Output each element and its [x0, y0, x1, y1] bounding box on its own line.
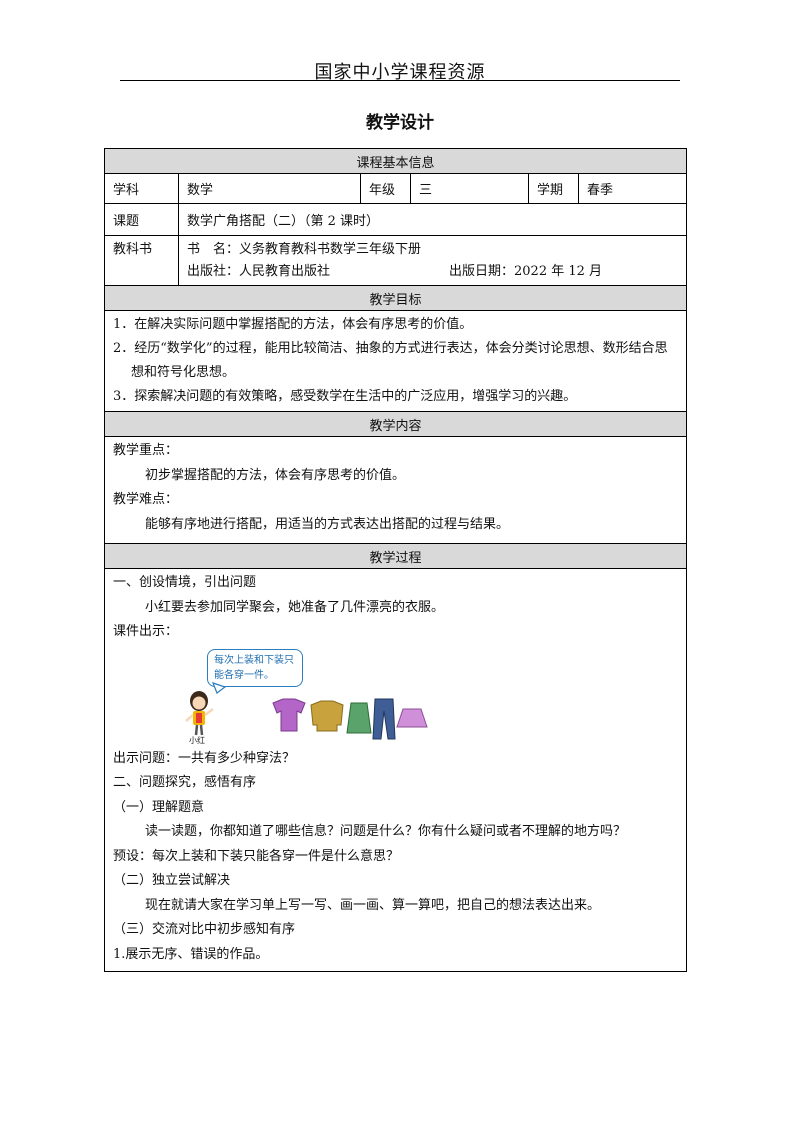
topic-label: 课题	[104, 203, 179, 236]
publisher-row: 出版社：人民教育出版社 出版日期：2022 年 12 月	[187, 261, 678, 283]
process-line: （二）独立尝试解决	[113, 873, 231, 888]
process-line: 课件出示：	[113, 624, 179, 639]
lesson-plan-table: 课程基本信息 学科 数学 年级 三 学期 春季 课题 数学广角搭配（二）（第 2…	[103, 148, 688, 972]
process-line: 读一读题，你都知道了哪些信息？问题是什么？你有什么疑问或者不理解的地方吗？	[145, 824, 627, 839]
goal-item: 1．在解决实际问题中掌握搭配的方法，体会有序思考的价值。	[113, 317, 473, 332]
term-label: 学期	[528, 173, 579, 204]
book-name: 书 名：义务教育教科书数学三年级下册	[187, 241, 422, 257]
section-process: 教学过程	[103, 543, 688, 569]
process-body: 一、创设情境，引出问题 小红要去参加同学聚会，她准备了几件漂亮的衣服。 课件出示…	[103, 568, 688, 972]
goals-body: 1．在解决实际问题中掌握搭配的方法，体会有序思考的价值。 2．经历“数学化”的过…	[103, 310, 688, 412]
grade-value: 三	[410, 173, 529, 204]
process-line: 二、问题探究，感悟有序	[113, 775, 257, 790]
header-title: 国家中小学课程资源	[314, 62, 486, 83]
process-line: 1.展示无序、错误的作品。	[113, 946, 269, 962]
character-label: 小红	[189, 735, 205, 745]
publisher: 出版社：人民教育出版社	[187, 263, 331, 279]
courseware-illustration: 每次上装和下装只能各穿一件。	[113, 647, 678, 747]
subject-label: 学科	[104, 173, 179, 204]
difficulty-text: 能够有序地进行搭配，用适当的方式表达出搭配的过程与结果。	[145, 516, 510, 532]
key-point-label: 教学重点：	[113, 443, 179, 458]
process-line: （三）交流对比中初步感知有序	[113, 922, 296, 937]
process-line: 出示问题：一共有多少种穿法？	[113, 750, 296, 766]
goal-item: 3．探索解决问题的有效策略，感受数学在生活中的广泛应用，增强学习的兴趣。	[113, 389, 577, 404]
girl-icon	[185, 690, 214, 735]
process-line: 现在就请大家在学习单上写一写、画一画、算一算吧，把自己的想法表达出来。	[145, 897, 601, 913]
olive-sweater-icon	[310, 700, 344, 731]
publish-date: 出版日期：2022 年 12 月	[449, 263, 603, 279]
purple-shirt-icon	[272, 698, 306, 731]
grade-label: 年级	[360, 173, 411, 204]
term-value: 春季	[577, 173, 688, 204]
content-body: 教学重点： 初步掌握搭配的方法，体会有序思考的价值。 教学难点： 能够有序地进行…	[103, 436, 688, 544]
topic-value: 数学广角搭配（二）（第 2 课时）	[177, 203, 688, 236]
pink-skirt-icon	[396, 708, 428, 727]
process-line: （一）理解题意	[113, 799, 205, 815]
green-skirt-icon	[346, 702, 372, 733]
jeans-icon	[372, 698, 396, 739]
key-point-text: 初步掌握搭配的方法，体会有序思考的价值。	[145, 467, 406, 483]
document-title: 教学设计	[366, 113, 434, 133]
section-goals: 教学目标	[103, 285, 688, 311]
textbook-info: 书 名：义务教育教科书数学三年级下册 出版社：人民教育出版社 出版日期：2022…	[177, 235, 688, 286]
subject-value: 数学	[178, 173, 361, 204]
clothes-illustration	[185, 681, 428, 739]
difficulty-label: 教学难点：	[113, 492, 179, 507]
section-basic-info: 课程基本信息	[103, 148, 688, 174]
process-line: 一、创设情境，引出问题	[113, 575, 257, 590]
header-rule	[120, 80, 680, 81]
speech-bubble: 每次上装和下装只能各穿一件。	[207, 648, 303, 687]
process-line: 预设：每次上装和下装只能各穿一件是什么意思？	[113, 848, 400, 864]
process-line: 小红要去参加同学聚会，她准备了几件漂亮的衣服。	[145, 599, 445, 615]
section-content: 教学内容	[103, 411, 688, 437]
textbook-label: 教科书	[104, 235, 179, 286]
goal-item: 2．经历“数学化”的过程，能用比较简洁、抽象的方式进行表达，体会分类讨论思想、数…	[113, 341, 668, 380]
